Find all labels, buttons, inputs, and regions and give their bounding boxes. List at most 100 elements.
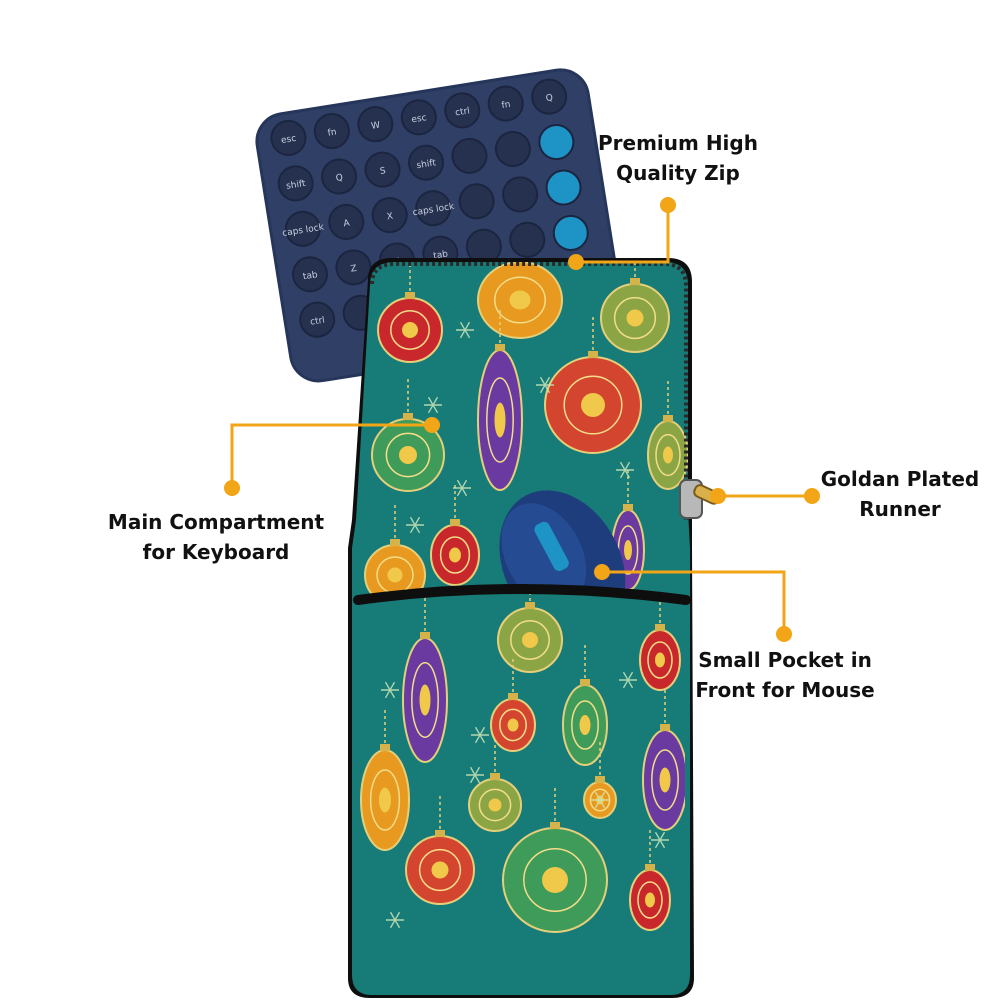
keyboard-key-label: Q (335, 173, 344, 184)
keyboard-key: shift (407, 144, 444, 181)
keyboard-key (538, 124, 575, 161)
pocket-opening (353, 584, 691, 605)
snowflake (651, 831, 669, 849)
keyboard-key-label: X (386, 212, 394, 223)
snowflake (381, 681, 399, 699)
keyboard-key (451, 137, 488, 174)
keyboard-key-label: shift (286, 179, 307, 192)
ornament (497, 588, 563, 673)
ornament (477, 262, 563, 339)
ornament (502, 788, 608, 933)
keyboard-key (552, 214, 589, 251)
keyboard-key: Z (335, 249, 372, 286)
ornament (642, 690, 685, 831)
callout-runner: Goldan Plated Runner (800, 464, 1000, 524)
pocket-dot (776, 626, 792, 642)
pocket-leader-line (602, 570, 786, 634)
keyboard-key (545, 169, 582, 206)
snowflake (471, 726, 489, 744)
callout-zip: Premium High Quality Zip (578, 128, 778, 188)
ornament (639, 590, 681, 691)
runner-anchor-dot (710, 488, 726, 504)
ornament (430, 485, 480, 586)
main-compartment-anchor-dot (424, 417, 440, 433)
callout-lines (230, 205, 812, 634)
snowflake (619, 671, 637, 689)
snowflake (456, 321, 474, 339)
ornament (468, 739, 522, 832)
snowflake (424, 396, 442, 414)
keyboard-key: X (371, 197, 408, 234)
ornament (477, 310, 523, 491)
keyboard-key (458, 183, 495, 220)
keyboard-key-label: shift (416, 158, 437, 171)
callout-zip-line1: Premium High (598, 131, 758, 155)
ornament-pattern (364, 262, 689, 606)
keyboard-key: fn (487, 85, 524, 122)
ornament (600, 262, 670, 353)
callout-main-line1: Main Compartment (107, 510, 325, 534)
snowflake (466, 766, 484, 784)
runner-dot (804, 488, 820, 504)
keyboard-key-label: fn (327, 127, 337, 138)
keyboard-key (494, 130, 531, 167)
keyboard-key: fn (313, 113, 350, 150)
main-compartment-leader-line (230, 423, 432, 488)
keyboard-key-label: ctrl (309, 316, 325, 328)
zip-track (370, 262, 688, 520)
callout-pocket-line1: Small Pocket in (698, 648, 872, 672)
callout-pocket: Small Pocket in Front for Mouse (680, 645, 890, 705)
keyboard-key: W (357, 106, 394, 143)
zip-dot (660, 197, 676, 213)
keyboard-key-label: esc (411, 113, 428, 125)
snowflake (406, 516, 424, 534)
callout-zip-line2: Quality Zip (616, 161, 740, 185)
keyboard-key-label: S (379, 166, 386, 177)
zip-leader-line (576, 205, 670, 264)
ornament (360, 710, 410, 851)
keyboard-key-label: fn (501, 100, 511, 111)
ornament (544, 317, 642, 454)
keyboard-key: ctrl (299, 301, 336, 338)
callout-pocket-line2: Front for Mouse (695, 678, 875, 702)
callout-runner-line1: Goldan Plated (820, 467, 980, 491)
mouse-scroll-wheel (534, 521, 569, 571)
keyboard-key: caps lock (412, 190, 456, 227)
ornament (490, 659, 536, 752)
keyboard-key: shift (277, 165, 314, 202)
ornament (402, 598, 448, 763)
keyboard-key: esc (400, 99, 437, 136)
callout-dots (224, 197, 820, 642)
keyboard-key-label: Q (545, 93, 554, 104)
keyboard-key-label: esc (280, 134, 297, 146)
keyboard-key: caps lock (282, 210, 325, 247)
ornament (371, 379, 445, 492)
callout-main-line2: for Keyboard (142, 540, 290, 564)
keyboard-key-label: ctrl (455, 106, 471, 118)
front-pocket (353, 584, 691, 980)
ornament (405, 796, 475, 905)
snowflake (591, 791, 609, 809)
zip-anchor-dot (568, 254, 584, 270)
main-compartment-dot (224, 480, 240, 496)
ornament (647, 381, 689, 490)
callout-main-compartment: Main Compartment for Keyboard (100, 507, 332, 567)
keyboard-key: esc (270, 119, 307, 156)
callout-runner-line2: Runner (859, 497, 941, 521)
keyboard-key: S (364, 151, 401, 188)
keyboard-key (509, 221, 546, 258)
keyboard-key: Q (321, 158, 358, 195)
snowflake (386, 911, 404, 929)
ornament (629, 830, 671, 931)
keyboard-key: Q (531, 78, 568, 115)
keyboard-key: ctrl (444, 92, 481, 129)
keyboard-key-label: Z (350, 264, 358, 275)
pocket-anchor-dot (594, 564, 610, 580)
ornament (562, 645, 608, 766)
snowflake (536, 376, 554, 394)
keyboard-key (502, 176, 539, 213)
keyboard-key: tab (292, 256, 329, 293)
keyboard-key: A (328, 203, 365, 240)
